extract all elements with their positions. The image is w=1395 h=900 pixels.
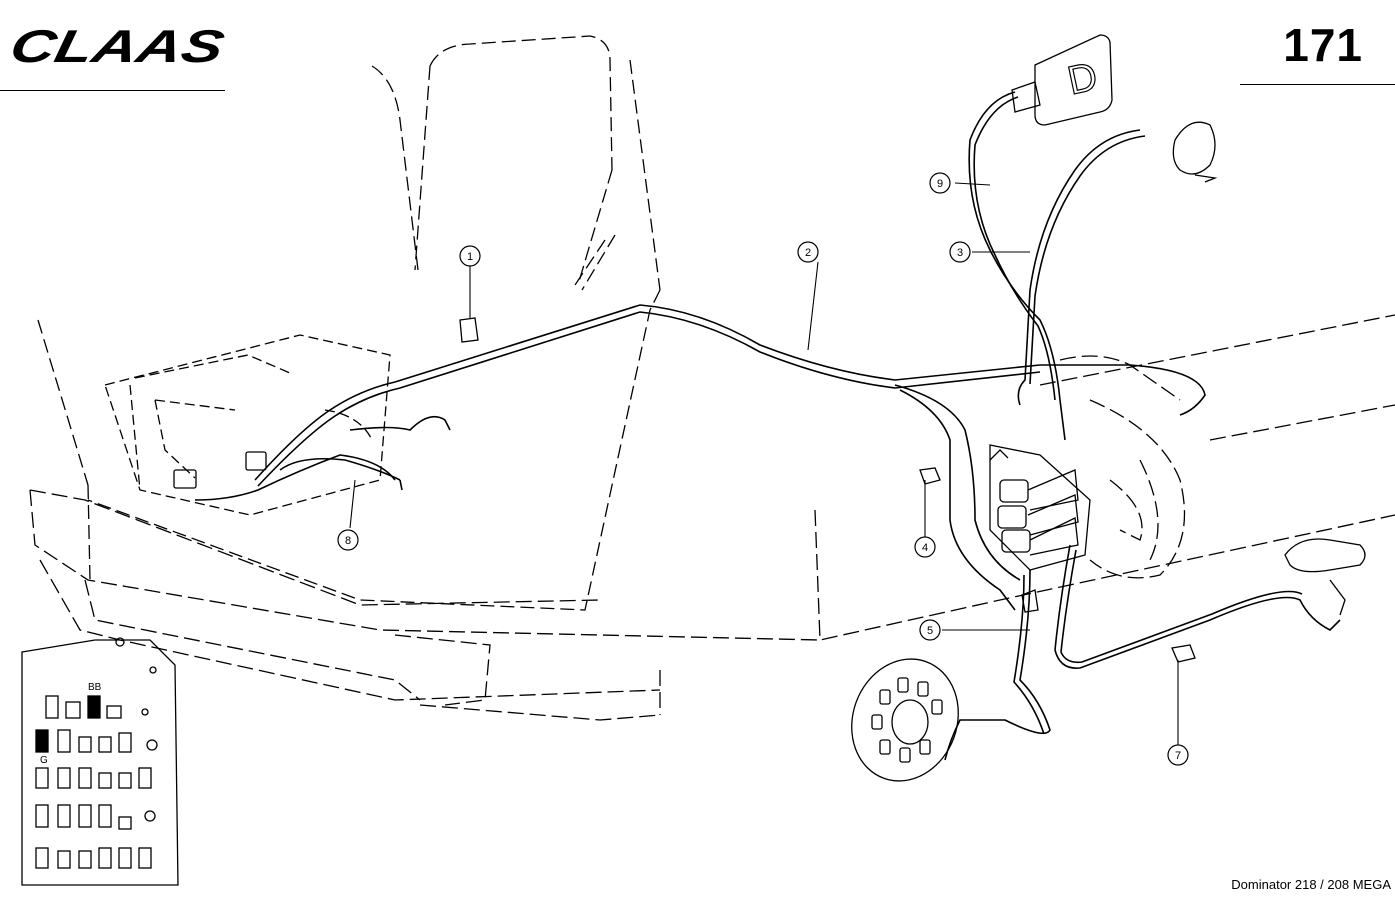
- clip-7: [1171, 644, 1196, 663]
- clip-1: [459, 317, 479, 343]
- connector-b: [245, 451, 267, 471]
- claas-logo: CLAAS: [8, 24, 229, 68]
- svg-text:3: 3: [957, 247, 963, 259]
- connector-a: [173, 469, 197, 489]
- clip-5: [1021, 589, 1039, 613]
- harness-9-3: [968, 91, 1146, 441]
- header-rule-left: [0, 90, 225, 91]
- cab-outline: [37, 35, 661, 611]
- relay-block: [989, 444, 1091, 571]
- callout-1: 1: [459, 245, 481, 267]
- callout-7: 7: [1167, 744, 1189, 766]
- callout-5: 5: [919, 619, 941, 641]
- svg-text:5: 5: [927, 625, 933, 637]
- fuse-label-bb: BB: [88, 682, 102, 693]
- fuse-panel: BB G: [21, 637, 179, 886]
- page-number: 171: [1283, 19, 1363, 71]
- callouts: 1 2 3 4 5 7 8: [337, 172, 1189, 766]
- logo-text: CLAAS: [8, 24, 229, 68]
- callout-8: 8: [337, 529, 359, 551]
- pulse-disc: [851, 658, 959, 782]
- switch-letter: D: [1064, 54, 1101, 103]
- svg-text:4: 4: [922, 542, 928, 554]
- fuse-label-g: G: [40, 755, 48, 766]
- svg-text:1: 1: [467, 251, 473, 263]
- battery-box: [104, 334, 391, 516]
- lamp-top-right: [1172, 121, 1218, 183]
- callout-2: 2: [797, 241, 819, 263]
- svg-text:2: 2: [805, 247, 811, 259]
- leader-lines: [349, 182, 1179, 745]
- header-rule-right: [1240, 84, 1395, 85]
- clip-4: [919, 467, 941, 485]
- main-harness: [194, 304, 1206, 611]
- callout-3: 3: [949, 241, 971, 263]
- svg-text:9: 9: [937, 178, 943, 190]
- svg-text:7: 7: [1175, 750, 1181, 762]
- selector-switch: [1011, 34, 1113, 126]
- svg-text:8: 8: [345, 535, 351, 547]
- sensor-right: [1284, 538, 1366, 616]
- callout-4: 4: [914, 536, 936, 558]
- chassis-frame: [29, 314, 1395, 721]
- callout-9: 9: [929, 172, 951, 194]
- footer-model: Dominator 218 / 208 MEGA: [1231, 877, 1391, 892]
